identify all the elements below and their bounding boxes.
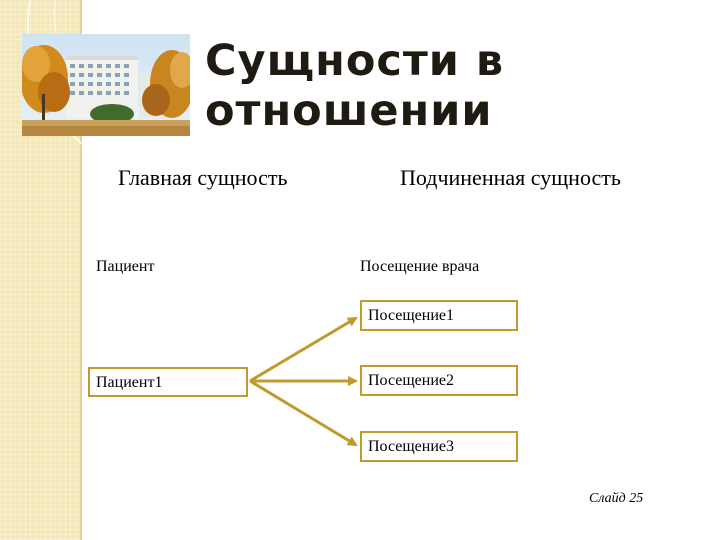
patient-box: Пациент1: [88, 367, 248, 397]
subordinate-entity-heading: Подчиненная сущность: [400, 165, 621, 190]
strip-border: [80, 0, 82, 540]
visit-box-3: Посещение3: [360, 431, 518, 462]
visit-box-2: Посещение2: [360, 365, 518, 396]
arrow-to-visit-3: [249, 379, 358, 447]
subordinate-entity-label: Посещение врача: [360, 258, 480, 275]
main-entity-heading: Главная сущность: [118, 165, 288, 190]
title-line-2: отношении: [205, 86, 493, 136]
slide-title: Сущности в отношении: [205, 36, 625, 136]
slide-number: Слайд 25: [589, 491, 644, 506]
title-line-1: Сущности в: [205, 36, 505, 86]
building-photo: [22, 34, 190, 136]
visit-box-1: Посещение1: [360, 300, 518, 331]
arrow-to-visit-1: [249, 316, 358, 383]
main-entity-label: Пациент: [96, 258, 155, 275]
